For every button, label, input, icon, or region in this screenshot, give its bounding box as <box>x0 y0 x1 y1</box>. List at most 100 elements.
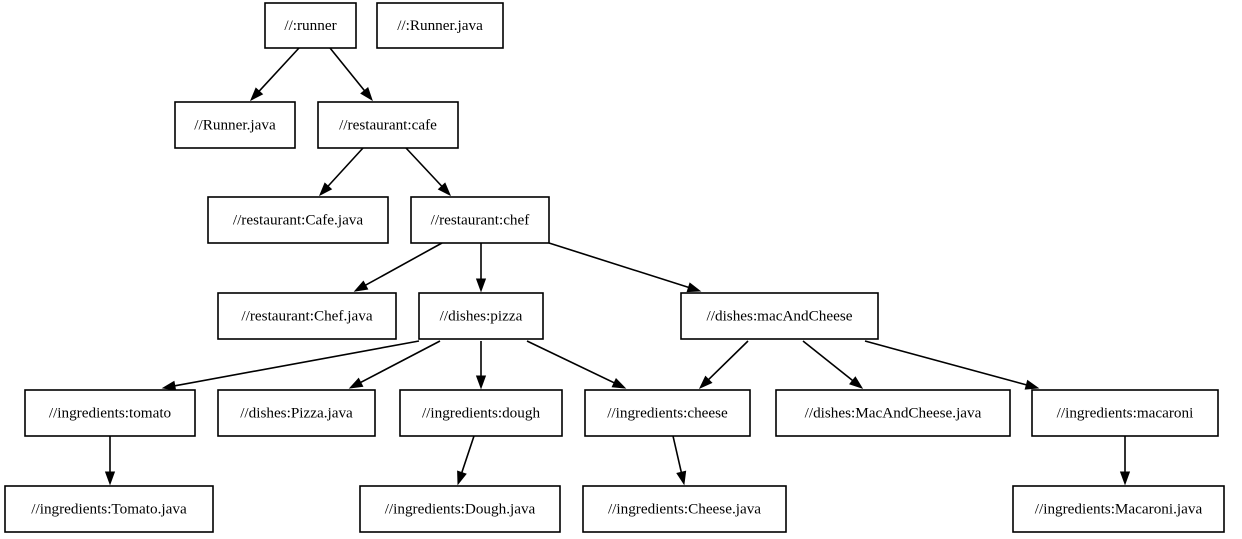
graph-edge <box>348 340 441 389</box>
node-box[interactable] <box>24 389 196 437</box>
node-box[interactable] <box>584 389 751 437</box>
graph-node-ingredients_Cheese_java[interactable]: //ingredients:Cheese.java <box>582 485 787 533</box>
graph-edge <box>802 340 864 389</box>
graph-edge <box>1119 436 1131 486</box>
edge-arrowhead-icon <box>849 376 864 389</box>
node-label: //ingredients:Tomato.java <box>31 500 187 517</box>
graph-node-runner[interactable]: //:runner <box>264 2 357 49</box>
node-box[interactable] <box>174 101 296 149</box>
node-label: //restaurant:cafe <box>339 116 437 133</box>
edge-arrowhead-icon <box>348 377 364 389</box>
node-box[interactable] <box>582 485 787 533</box>
edge-arrowhead-icon <box>360 87 373 102</box>
graph-node-Runner_java[interactable]: //Runner.java <box>174 101 296 149</box>
edge-line <box>405 147 443 187</box>
edge-line <box>708 340 749 381</box>
edge-line <box>174 340 420 387</box>
graph-edge <box>457 435 475 486</box>
node-label: //:Runner.java <box>397 17 483 34</box>
edge-line <box>864 340 1027 386</box>
node-label: //restaurant:Cafe.java <box>233 211 364 228</box>
node-box[interactable] <box>376 2 504 49</box>
graph-edge <box>250 47 300 102</box>
graph-node-ingredients_Dough_java[interactable]: //ingredients:Dough.java <box>359 485 561 533</box>
node-box[interactable] <box>680 292 879 340</box>
edge-arrowhead-icon <box>437 182 451 197</box>
node-label: //dishes:macAndCheese <box>707 307 853 324</box>
node-box[interactable] <box>264 2 357 49</box>
node-label: //ingredients:macaroni <box>1057 404 1194 421</box>
node-box[interactable] <box>317 101 459 149</box>
node-box[interactable] <box>399 389 563 437</box>
graph-edge <box>353 242 443 292</box>
node-box[interactable] <box>775 389 1011 437</box>
graph-node-ingredients_Macaroni_java[interactable]: //ingredients:Macaroni.java <box>1012 485 1225 533</box>
node-label: //restaurant:Chef.java <box>241 307 372 324</box>
node-label: //ingredients:Macaroni.java <box>1035 500 1203 517</box>
graph-edge <box>698 340 749 390</box>
edge-arrowhead-icon <box>353 280 369 292</box>
edge-arrowhead-icon <box>698 375 713 390</box>
edge-line <box>360 340 441 384</box>
node-box[interactable] <box>207 196 389 244</box>
node-box[interactable] <box>217 389 376 437</box>
node-label: //restaurant:chef <box>431 211 531 228</box>
nodes-layer: //:runner //:Runner.java //Runner.java //re… <box>4 2 1225 533</box>
graph-edge <box>405 147 451 197</box>
node-label: //ingredients:Dough.java <box>385 500 536 517</box>
graph-node-restaurant_cafe[interactable]: //restaurant:cafe <box>317 101 459 149</box>
graph-edge <box>672 435 687 486</box>
edge-arrowhead-icon <box>104 471 116 486</box>
node-box[interactable] <box>1031 389 1219 437</box>
graph-node-restaurant_Chef_java[interactable]: //restaurant:Chef.java <box>217 292 397 340</box>
node-label: //ingredients:cheese <box>607 404 728 421</box>
node-label: //ingredients:dough <box>422 404 541 421</box>
edge-arrowhead-icon <box>676 470 687 486</box>
node-box[interactable] <box>1012 485 1225 533</box>
graph-node-dishes_Pizza_java[interactable]: //dishes:Pizza.java <box>217 389 376 437</box>
graph-node-ingredients_dough[interactable]: //ingredients:dough <box>399 389 563 437</box>
edge-line <box>461 435 475 473</box>
graph-edge <box>475 341 487 390</box>
node-box[interactable] <box>418 292 544 340</box>
node-box[interactable] <box>410 196 550 244</box>
graph-node-ingredients_Tomato_java[interactable]: //ingredients:Tomato.java <box>4 485 214 533</box>
edge-line <box>802 340 854 382</box>
graph-node-restaurant_Cafe_java[interactable]: //restaurant:Cafe.java <box>207 196 389 244</box>
node-label: //dishes:Pizza.java <box>240 404 353 421</box>
edge-line <box>672 435 683 473</box>
node-label: //dishes:MacAndCheese.java <box>805 404 982 421</box>
edge-arrowhead-icon <box>686 282 702 293</box>
edge-arrowhead-icon <box>475 278 487 293</box>
graph-node-root_Runner_java[interactable]: //:Runner.java <box>376 2 504 49</box>
node-label: //ingredients:tomato <box>49 404 172 421</box>
graph-node-dishes_MacAndCheese_java[interactable]: //dishes:MacAndCheese.java <box>775 389 1011 437</box>
edge-arrowhead-icon <box>1119 471 1131 486</box>
graph-edge <box>526 340 627 389</box>
graph-node-ingredients_cheese[interactable]: //ingredients:cheese <box>584 389 751 437</box>
graph-node-restaurant_chef[interactable]: //restaurant:chef <box>410 196 550 244</box>
edge-line <box>258 47 300 92</box>
graph-edge <box>329 47 373 102</box>
graph-node-dishes_macAndCheese[interactable]: //dishes:macAndCheese <box>680 292 879 340</box>
graph-node-dishes_pizza[interactable]: //dishes:pizza <box>418 292 544 340</box>
node-label: //Runner.java <box>194 116 276 133</box>
node-box[interactable] <box>4 485 214 533</box>
edge-line <box>365 242 443 286</box>
graph-edge <box>475 243 487 293</box>
graph-node-ingredients_tomato[interactable]: //ingredients:tomato <box>24 389 196 437</box>
edge-arrowhead-icon <box>319 182 333 197</box>
graph-edge <box>319 147 364 197</box>
graph-edge <box>864 340 1040 390</box>
edge-arrowhead-icon <box>161 380 177 391</box>
graph-node-ingredients_macaroni[interactable]: //ingredients:macaroni <box>1031 389 1219 437</box>
node-label: //:runner <box>284 17 336 34</box>
node-box[interactable] <box>359 485 561 533</box>
edge-arrowhead-icon <box>475 375 487 390</box>
node-box[interactable] <box>217 292 397 340</box>
edge-arrowhead-icon <box>457 470 467 486</box>
graph-edge <box>548 242 702 293</box>
edge-line <box>526 340 615 384</box>
